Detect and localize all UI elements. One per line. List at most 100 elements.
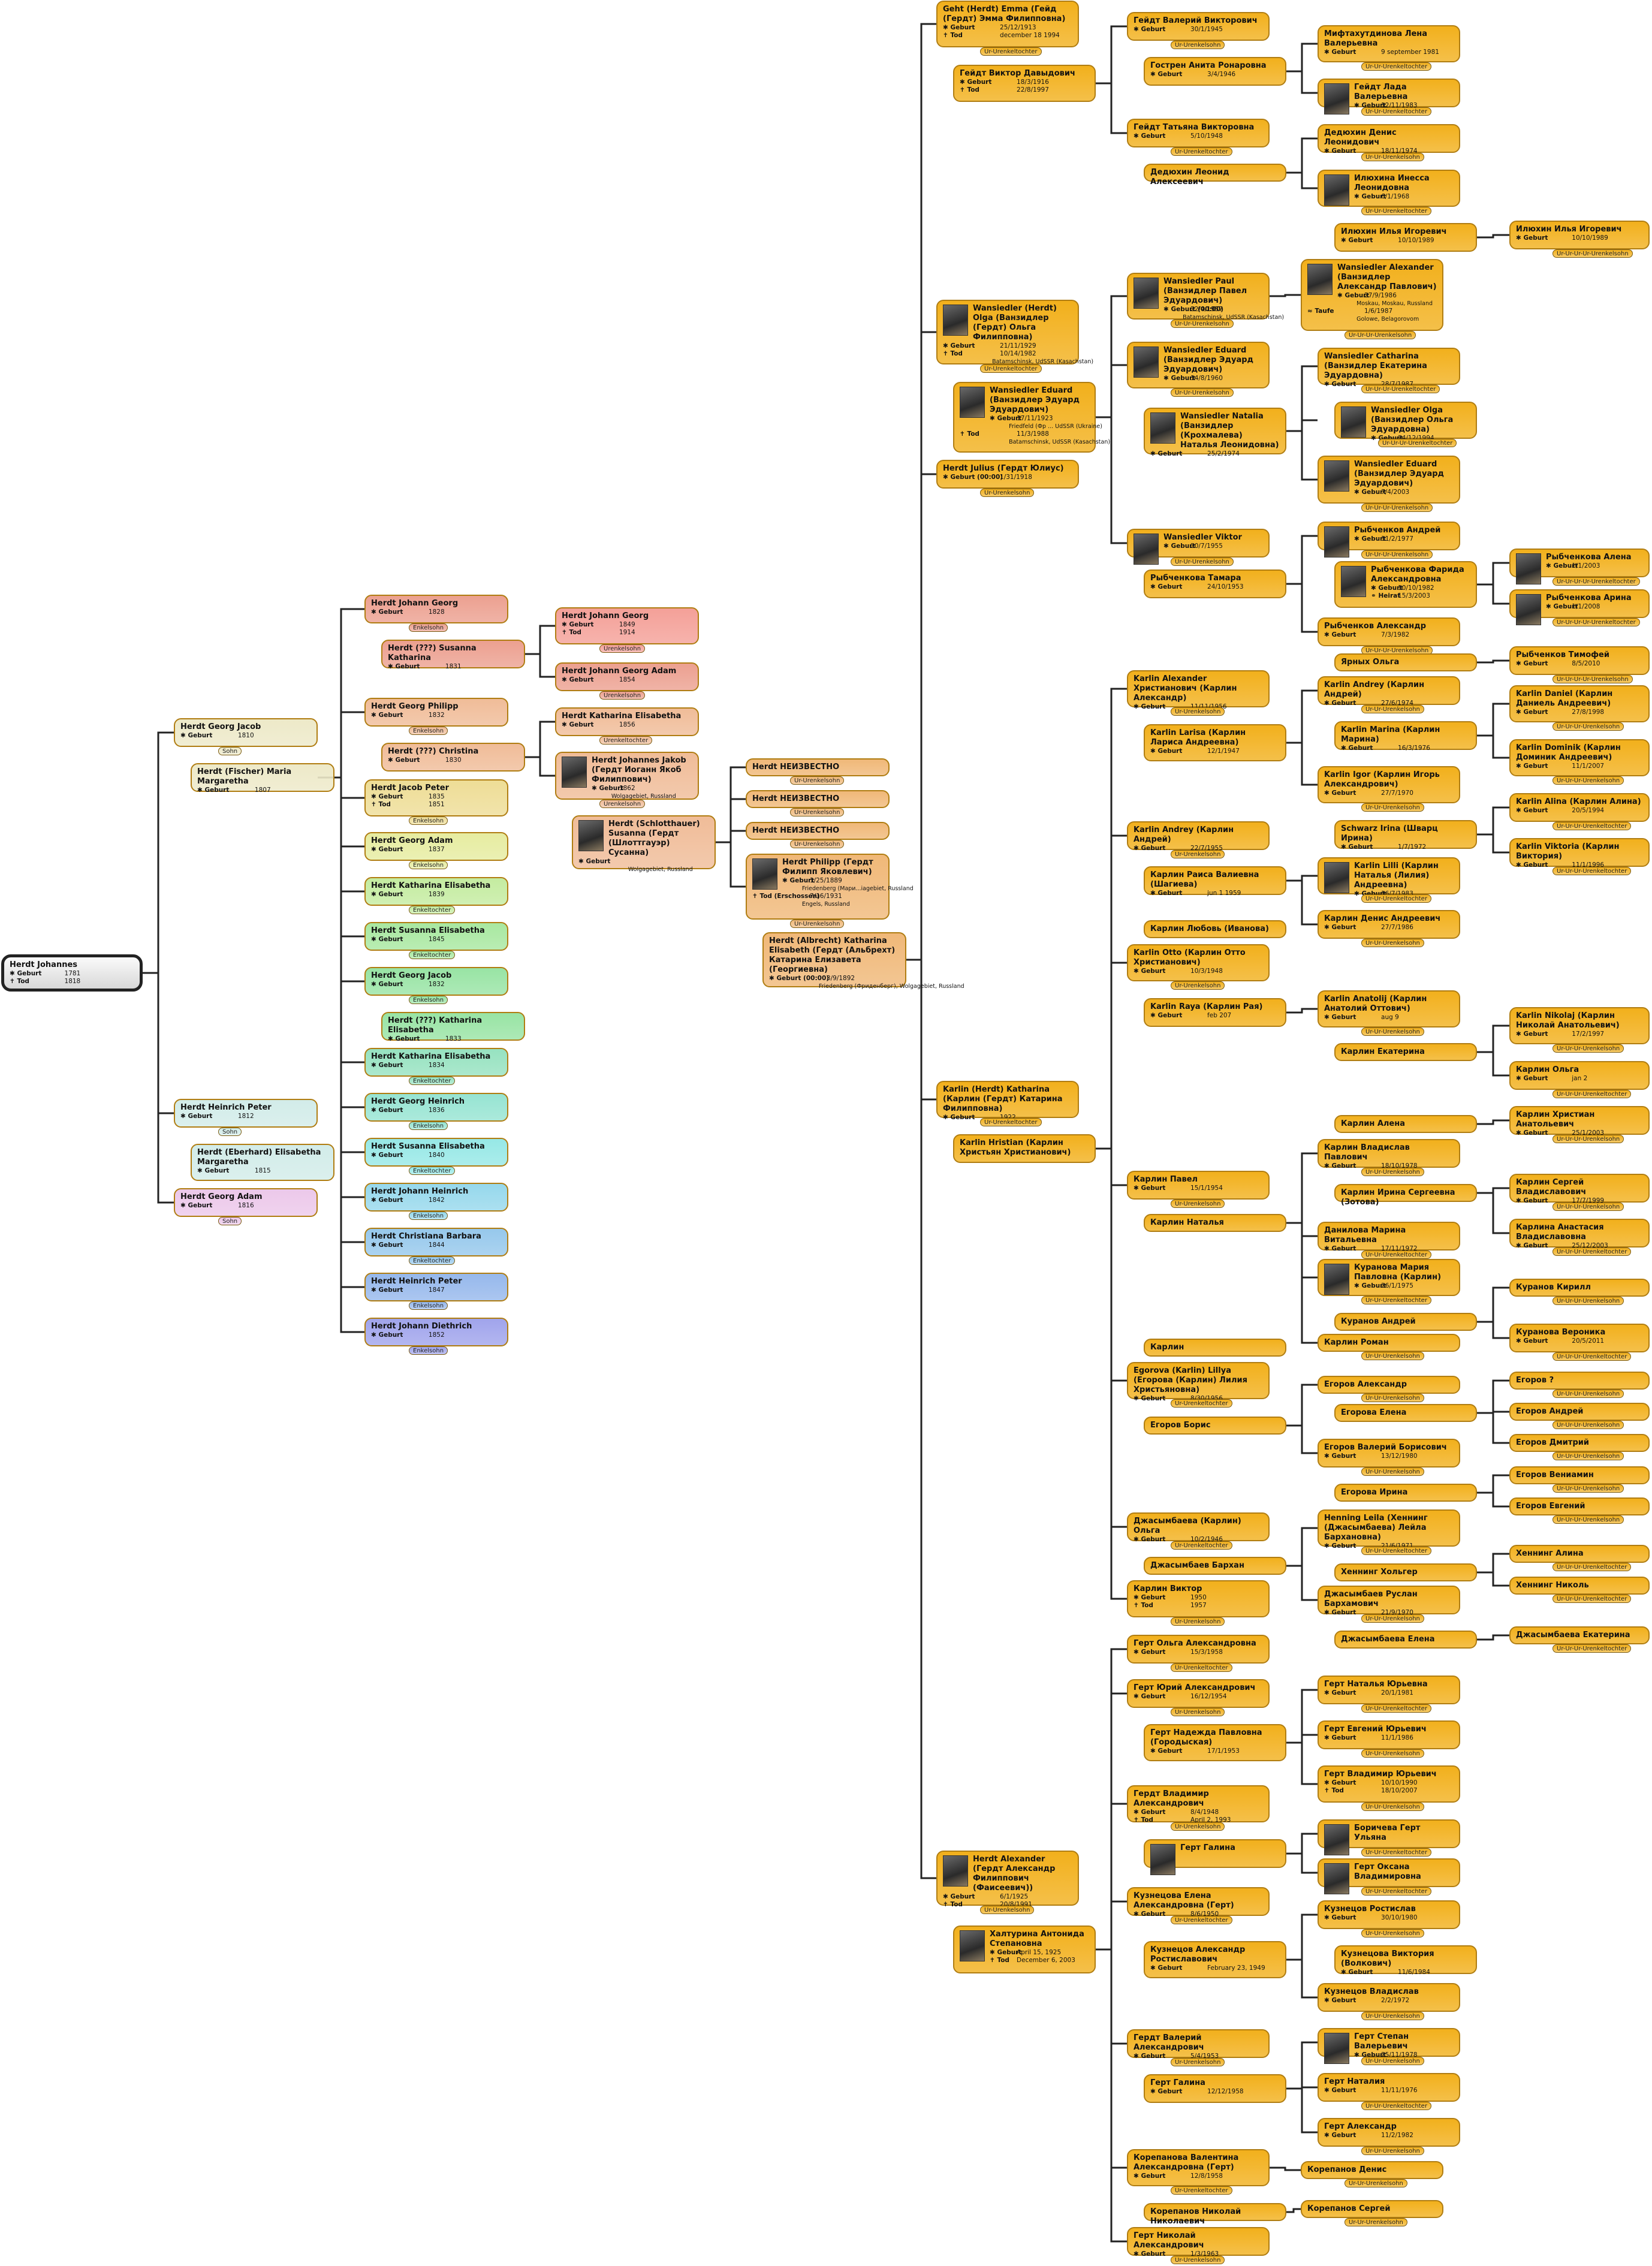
person-card[interactable]: Герт Надежда Павловна (Городыская)✱ Gebu… bbox=[1144, 1724, 1286, 1761]
person-card[interactable]: Егоров ?Ur-Ur-Ur-Urenkelsohn bbox=[1509, 1372, 1650, 1398]
person-card[interactable]: Куранова Мария Павловна (Карлин)✱ Geburt… bbox=[1318, 1259, 1460, 1304]
person-card[interactable]: Herdt (Schlotthauer) Susanna (Гердт (Шло… bbox=[572, 815, 716, 873]
person-card[interactable]: Wansiedler Eduard (Ванзидлер Эдуард Эдуа… bbox=[1318, 456, 1460, 512]
person-card[interactable]: Karlin Dominik (Карлин Доминик Андреевич… bbox=[1509, 739, 1650, 785]
person-card[interactable]: Кузнецова Елена Александровна (Герт)✱ Ge… bbox=[1127, 1887, 1270, 1924]
person-card[interactable]: Herdt (Eberhard) Elisabetha Margaretha✱ … bbox=[191, 1144, 334, 1181]
person-card[interactable]: Карлин Алена bbox=[1334, 1115, 1477, 1133]
person-card[interactable]: Herdt Julius (Гердт Юлиус)✱ Geburt (00:0… bbox=[936, 460, 1079, 497]
person-card[interactable]: Herdt Philipp (Гердт Филипп Яковлевич)✱ … bbox=[746, 854, 914, 928]
person-card[interactable]: Karlin Daniel (Карлин Даниель Андреевич)… bbox=[1509, 685, 1650, 731]
person-card[interactable]: Herdt (Albrecht) Katharina Elisabeth (Ге… bbox=[762, 932, 964, 990]
person-card[interactable]: Karlin Igor (Карлин Игорь Александрович)… bbox=[1318, 766, 1460, 812]
person-card[interactable]: Wansiedler Olga (Ванзидлер Ольга Эдуардо… bbox=[1334, 402, 1477, 447]
person-card[interactable]: Карлин Ирина Сергеевна (Зотова) bbox=[1334, 1184, 1477, 1207]
person-card[interactable]: Karlin Nikolaj (Карлин Николай Анатольев… bbox=[1509, 1007, 1650, 1053]
person-card[interactable]: Herdt (Fischer) Maria Margaretha✱ Geburt… bbox=[191, 763, 334, 794]
person-card[interactable]: Карлин Наталья bbox=[1144, 1214, 1286, 1232]
person-card[interactable]: Karlin Larisa (Карлин Лариса Андреевна)✱… bbox=[1144, 724, 1286, 761]
person-card[interactable]: Джасымбаев Бархан bbox=[1144, 1557, 1286, 1575]
person-card[interactable]: Карлин bbox=[1144, 1339, 1286, 1357]
person-card[interactable]: Herdt Johannes Jakob (Гердт Иоганн Якоб … bbox=[555, 752, 699, 808]
person-card[interactable]: Wansiedler Natalia (Ванзидлер (Крохмалев… bbox=[1144, 408, 1286, 457]
person-card[interactable]: Egorova (Karlin) Lillya (Егорова (Карлин… bbox=[1127, 1362, 1270, 1408]
person-card[interactable]: Егоров Борис bbox=[1144, 1417, 1286, 1435]
person-card[interactable]: Wansiedler (Herdt) Olga (Ванзидлер (Герд… bbox=[936, 300, 1093, 373]
person-card[interactable]: Geht (Herdt) Emma (Гейд (Гердт) Эмма Фил… bbox=[936, 1, 1079, 56]
person-card[interactable]: Куранов Андрей bbox=[1334, 1313, 1477, 1331]
person-card[interactable]: Кузнецов Александр Ростиславович✱ Geburt… bbox=[1144, 1941, 1286, 1978]
person-card[interactable]: Herdt Alexander (Гердт Александр Филиппо… bbox=[936, 1851, 1079, 1914]
person-card[interactable]: Henning Leila (Хеннинг (Джасымбаева) Лей… bbox=[1318, 1509, 1460, 1555]
person-card[interactable]: Wansiedler Eduard (Ванзидлер Эдуард Эдуа… bbox=[953, 382, 1110, 453]
person-card[interactable]: Herdt (???) Katharina Elisabetha✱ Geburt… bbox=[381, 1012, 525, 1042]
person-card[interactable]: Корепанов Николай Николаевич bbox=[1144, 2203, 1286, 2226]
person-card[interactable]: Karlin Alexander Христианович (Карлин Ал… bbox=[1127, 670, 1270, 716]
person-card[interactable]: Ярных Ольга bbox=[1334, 653, 1477, 671]
person-card[interactable]: Джасымбаева Елена bbox=[1334, 1631, 1477, 1649]
person-card[interactable]: Хеннинг Хольгер bbox=[1334, 1563, 1477, 1581]
person-card[interactable]: Karlin Viktoria (Карлин Виктория)✱ Gebur… bbox=[1509, 838, 1650, 875]
